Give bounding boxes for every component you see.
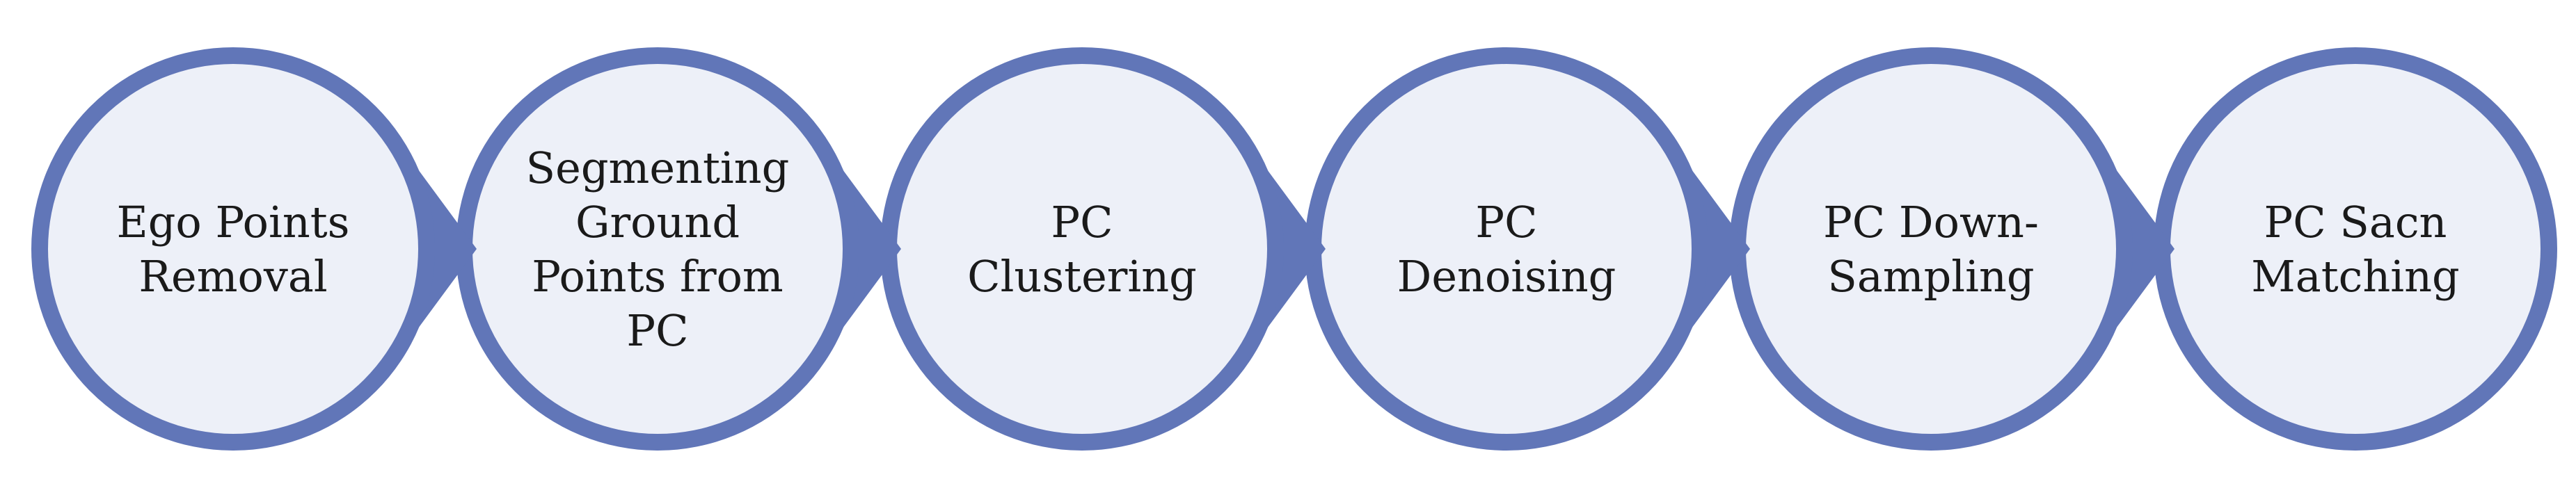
step-circle-5 — [1746, 64, 2116, 434]
step-label-line: Segmenting — [526, 143, 790, 193]
step-label-line: PC — [626, 305, 688, 356]
step-circle-3 — [897, 64, 1267, 434]
step-label-line: Ground — [575, 197, 740, 248]
step-label-line: Points from — [532, 251, 783, 302]
step-circle-2 — [472, 64, 843, 434]
step-shapes — [31, 47, 2557, 451]
step-label-line: Removal — [138, 251, 327, 302]
step-circle-4 — [1321, 64, 1692, 434]
step-label-line: PC Sacn — [2264, 197, 2447, 248]
step-node-5 — [1729, 47, 2175, 451]
step-label-line: Ego Points — [116, 197, 349, 248]
step-label-line: Matching — [2251, 251, 2459, 302]
step-circle-1 — [48, 64, 418, 434]
step-circle-6 — [2170, 64, 2541, 434]
step-node-1 — [31, 47, 477, 451]
step-label-line: Clustering — [967, 251, 1197, 302]
step-label-5: PC Down-Sampling — [1823, 197, 2039, 302]
step-label-line: PC — [1051, 197, 1113, 248]
step-node-2 — [456, 47, 901, 451]
step-node-6 — [2154, 47, 2557, 451]
step-label-line: Denoising — [1397, 251, 1616, 302]
step-label-line: Sampling — [1827, 251, 2034, 302]
step-node-3 — [880, 47, 1326, 451]
step-node-4 — [1305, 47, 1750, 451]
step-label-line: PC Down- — [1823, 197, 2039, 248]
step-label-line: PC — [1475, 197, 1537, 248]
